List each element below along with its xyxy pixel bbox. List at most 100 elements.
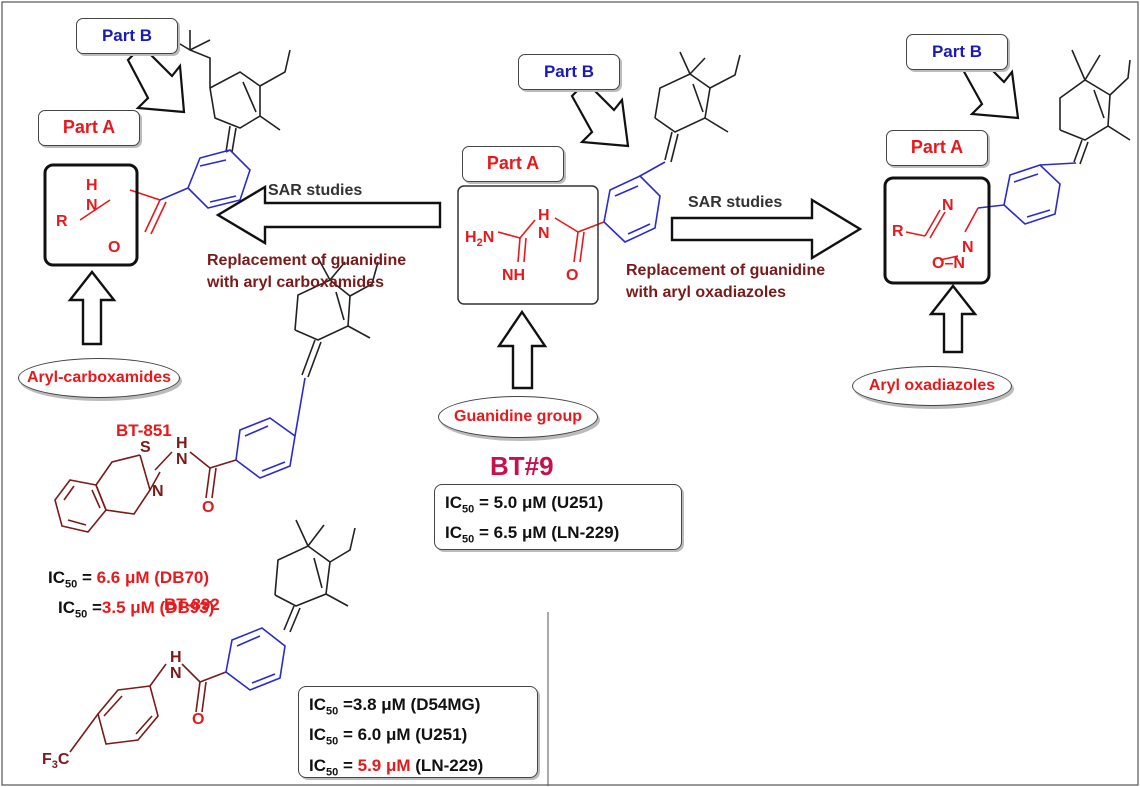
left-top-amide	[79, 189, 167, 235]
atom-o: O	[202, 499, 215, 516]
atom-h: H	[538, 207, 550, 224]
atom-nh: NH	[502, 267, 526, 284]
arrow-up-center	[496, 309, 548, 390]
ic50-list-bt851: IC50 = 6.6 μM (DB70) IC50 =3.5 μM (DB93)	[48, 566, 214, 627]
atom-o: O	[108, 239, 121, 256]
aryl-oxadiazoles-oval: Aryl oxadiazoles	[852, 366, 1012, 406]
atom-n: N	[152, 483, 164, 500]
part-a-label-right: Part A	[886, 130, 988, 166]
sar-studies-label-left: SAR studies	[268, 182, 363, 199]
ic50-value: 5.9 μM	[357, 755, 411, 775]
left-top-benzene	[159, 149, 251, 209]
atom-h: H	[176, 435, 188, 452]
ic50-value: =3.8 μM (D54MG)	[338, 695, 481, 714]
atom-o: O	[566, 267, 579, 284]
ic50-line: IC50 = 6.5 μM (LN-229)	[445, 523, 620, 546]
part-b-label-left: Part B	[76, 18, 178, 54]
ic50-value: 3.5 μM (DB93)	[101, 598, 215, 618]
atom-f3c: F3C	[42, 751, 70, 772]
arrow-up-right	[928, 284, 978, 354]
part-a-text: Part A	[486, 153, 540, 174]
ic50-box-bt892: IC50 =3.8 μM (D54MG) IC50 = 6.0 μM (U251…	[298, 686, 538, 778]
ic50-eq: =	[87, 598, 102, 618]
ic50-cell-line: (LN-229)	[410, 755, 484, 775]
arrow-part-b-center	[570, 80, 630, 148]
aryl-oxadiazoles-text: Aryl oxadiazoles	[868, 377, 996, 394]
part-a-label-center: Part A	[462, 146, 564, 182]
aryl-carboxamides-oval: Aryl-carboxamides	[18, 358, 180, 398]
arrow-sar-left	[215, 184, 442, 246]
ic50-eq: =	[338, 755, 358, 775]
ic50-value: = 5.0 μM (U251)	[474, 493, 604, 512]
part-b-text: Part B	[931, 41, 983, 61]
compound-name-bt9: BT#9	[490, 451, 554, 481]
atom-h: H	[170, 649, 182, 666]
ic50-line: IC50 = 6.0 μM (U251)	[309, 725, 468, 748]
bt851-benzene	[235, 377, 306, 479]
replacement-text-right-1: Replacement of guanidine	[626, 262, 826, 279]
part-a-box-right	[883, 176, 991, 285]
ic50-line: IC50 = 6.6 μM (DB70)	[48, 568, 210, 591]
left-top-terpene	[169, 30, 291, 153]
aryl-carboxamides-text: Aryl-carboxamides	[26, 369, 172, 386]
ic50-value: = 6.0 μM (U251)	[338, 725, 468, 745]
part-b-label-center: Part B	[518, 54, 620, 90]
part-a-label-left: Part A	[38, 110, 140, 146]
bt892-amide	[149, 663, 227, 713]
arrow-part-b-left	[126, 44, 186, 114]
replacement-text-left-2: with aryl carboxamides	[207, 274, 384, 291]
right-terpene	[1059, 49, 1131, 165]
atom-h2n: H2N	[465, 229, 495, 250]
bt892-aryl	[69, 685, 159, 753]
atom-n: N	[176, 451, 188, 468]
part-b-text: Part B	[543, 61, 595, 81]
right-benzene	[977, 162, 1077, 225]
atom-r: R	[892, 223, 904, 240]
center-terpene	[654, 51, 741, 163]
ic50-box-bt9: IC50 = 5.0 μM (U251) IC50 = 6.5 μM (LN-2…	[434, 484, 682, 550]
bt851-benzothiazole	[54, 454, 161, 533]
atom-n: N	[170, 665, 182, 682]
atom-r: R	[56, 213, 68, 230]
part-a-box-center	[457, 185, 599, 305]
part-b-label-right: Part B	[906, 34, 1008, 70]
ic50-line: IC50 =3.8 μM (D54MG)	[309, 695, 481, 718]
replacement-text-left-1: Replacement of guanidine	[207, 252, 407, 269]
bt892-benzene	[225, 627, 286, 691]
atom-o-n: O–N	[932, 255, 965, 272]
ic50-line: IC50 =3.5 μM (DB93)	[58, 598, 215, 621]
arrow-sar-right	[670, 197, 863, 261]
bt851-terpene	[294, 257, 379, 378]
part-a-box-left	[43, 163, 139, 267]
atom-s: S	[140, 439, 151, 456]
atom-n: N	[942, 197, 954, 214]
ic50-eq: =	[77, 568, 97, 587]
guanidine-group-text: Guanidine group	[454, 408, 582, 425]
center-benzene	[603, 161, 666, 243]
arrow-up-left	[67, 270, 117, 346]
ic50-value: = 6.5 μM (LN-229)	[474, 523, 620, 543]
right-oxadiazole	[905, 207, 979, 261]
atom-n: N	[538, 225, 550, 242]
part-b-text: Part B	[101, 25, 153, 45]
center-guanidine	[497, 217, 605, 263]
guanidine-group-oval: Guanidine group	[438, 396, 598, 438]
ic50-value: 6.6 μM (DB70)	[96, 568, 210, 587]
part-a-text: Part A	[62, 117, 116, 138]
compound-name-bt851: BT-851	[116, 421, 172, 440]
compound-name-bt892: BT-892	[164, 595, 220, 614]
atom-h: H	[86, 177, 98, 194]
sar-studies-label-right: SAR studies	[688, 194, 783, 211]
bt892-terpene	[274, 519, 356, 633]
atom-n: N	[962, 239, 974, 256]
ic50-line: IC50 = 5.0 μM (U251)	[445, 493, 604, 516]
bt851-amide	[154, 451, 237, 499]
ic50-line: IC50 = 5.9 μM (LN-229)	[309, 755, 484, 779]
atom-o: O	[192, 711, 205, 728]
part-a-text: Part A	[910, 137, 964, 158]
replacement-text-right-2: with aryl oxadiazoles	[626, 284, 787, 301]
atom-n: N	[86, 197, 98, 214]
